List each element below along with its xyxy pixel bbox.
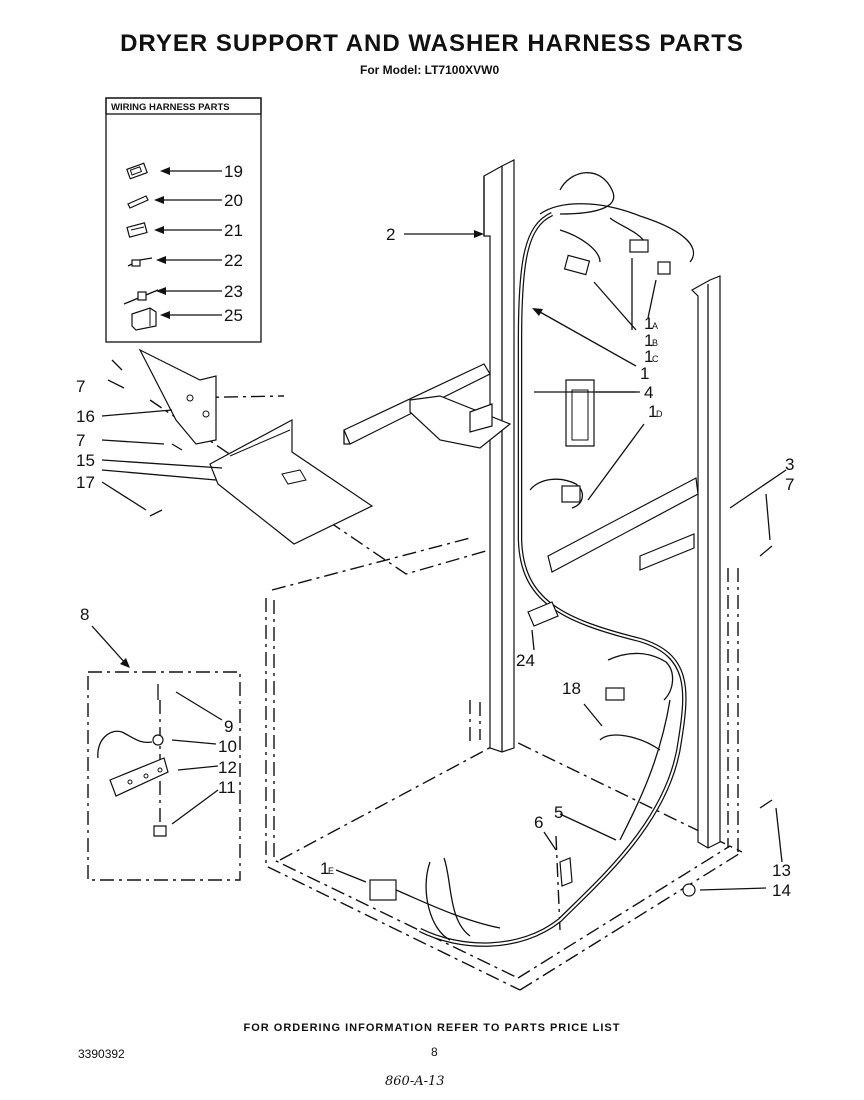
- callout-1d-sub: D: [656, 409, 663, 419]
- dryer-support-brace-left: [343, 363, 512, 449]
- callout-labels: 2 1 A 1 B 1 C 1 4 1 D 3 7 7 16 7 15 17 8…: [76, 225, 794, 900]
- label-23: 23: [224, 282, 243, 301]
- screw-7-top: [111, 359, 123, 371]
- callout-1b: 1: [644, 331, 653, 350]
- callout-7-mid: 7: [76, 431, 85, 450]
- screw-17: [149, 509, 163, 517]
- page-number: 8: [431, 1045, 438, 1059]
- callout-7-top: 7: [76, 377, 85, 396]
- document-number: 3390392: [78, 1047, 125, 1061]
- callout-18: 18: [562, 679, 581, 698]
- callout-8: 8: [80, 605, 89, 624]
- callout-2: 2: [386, 225, 395, 244]
- label-20: 20: [224, 191, 243, 210]
- part-21-icon: [126, 222, 148, 238]
- handwritten-note: 860-A-13: [385, 1074, 445, 1089]
- callout-12: 12: [218, 758, 237, 777]
- washer-wiring-harness: [369, 172, 695, 947]
- callout-6: 6: [534, 813, 543, 832]
- screw-13: [759, 799, 773, 809]
- part-23-icon: [123, 289, 159, 305]
- dryer-support-left-post: [483, 159, 515, 753]
- callout-16: 16: [76, 407, 95, 426]
- callout-3: 3: [785, 455, 794, 474]
- label-19: 19: [224, 162, 243, 181]
- page-title: DRYER SUPPORT AND WASHER HARNESS PARTS: [120, 30, 744, 57]
- callout-1e-sub: E: [328, 866, 334, 876]
- callout-1d: 1: [648, 402, 657, 421]
- callout-1c-sub: C: [652, 354, 659, 364]
- part-19-icon: [126, 162, 148, 180]
- part-22-icon: [127, 257, 153, 267]
- model-subtitle: For Model: LT7100XVW0: [360, 63, 500, 77]
- callout-1c: 1: [644, 347, 653, 366]
- callout-4: 4: [644, 383, 653, 402]
- callout-24: 24: [516, 651, 535, 670]
- part-25-icon: [131, 307, 157, 331]
- label-22: 22: [224, 251, 243, 270]
- callout-11: 11: [218, 778, 236, 797]
- screw-7-mid: [171, 443, 183, 451]
- callout-1b-sub: B: [652, 338, 658, 348]
- callout-1a: 1: [644, 314, 653, 333]
- callout-13: 13: [772, 861, 791, 880]
- label-21: 21: [224, 221, 243, 240]
- dryer-support-right-post: [691, 275, 721, 849]
- ground-strap-box: [87, 625, 241, 881]
- callout-15: 15: [76, 451, 95, 470]
- inset-box-title: WIRING HARNESS PARTS: [111, 102, 230, 113]
- callout-7-right: 7: [785, 475, 794, 494]
- callout-10: 10: [218, 737, 237, 756]
- part-20-icon: [127, 195, 149, 209]
- callout-5: 5: [554, 803, 563, 822]
- callout-17: 17: [76, 473, 95, 492]
- callout-1e: 1: [320, 859, 329, 878]
- screw-7-right: [759, 545, 773, 557]
- label-25: 25: [224, 306, 243, 325]
- callout-1a-sub: A: [652, 321, 658, 331]
- nut-14: [682, 883, 696, 897]
- dryer-support-brace-right: [547, 379, 699, 573]
- ordering-note: FOR ORDERING INFORMATION REFER TO PARTS …: [243, 1022, 621, 1034]
- bracket-assembly: [138, 348, 374, 545]
- callout-9: 9: [224, 717, 233, 736]
- callout-1: 1: [640, 364, 649, 383]
- wiring-harness-parts-box: WIRING HARNESS PARTS: [105, 97, 262, 343]
- leader-lines: [101, 230, 787, 891]
- callout-14: 14: [772, 881, 791, 900]
